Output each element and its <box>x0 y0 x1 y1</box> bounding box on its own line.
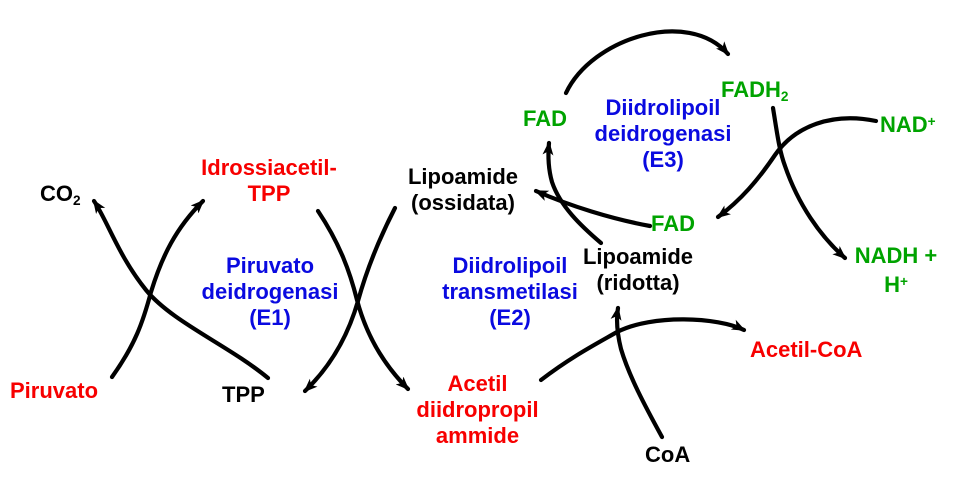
label-nadh-h: NADH +H+ <box>854 243 938 298</box>
label-idrossiacetil-tpp: Idrossiacetil- TPP <box>201 155 337 206</box>
label-nad-plus: NAD+ <box>880 112 936 138</box>
arrow-lipoamide-ossidata-to-tpp <box>302 205 398 394</box>
label-fad-top: FAD <box>523 106 567 131</box>
arrow-tpp-to-co2 <box>91 198 271 381</box>
arrow-fadh2-to-nadh <box>770 105 848 261</box>
label-acetil-coa: Acetil-CoA <box>750 337 863 362</box>
arrow-fad-to-fadh2 <box>563 29 731 96</box>
label-tpp: TPP <box>222 382 265 407</box>
label-acetil-diidropropil-ammide: Acetil diidropropil ammide <box>416 371 539 448</box>
label-enzyme-e2: Diidrolipoil transmetilasi (E2) <box>442 253 578 330</box>
label-lipoamide-ridotta: Lipoamide (ridotta) <box>582 244 693 295</box>
arrow-coa-to-lipoamide-ridotta <box>610 305 665 440</box>
arrow-fad-mid-to-lipoamide-ossidata <box>533 188 653 229</box>
arrow-nad-to-fad-mid <box>715 116 879 220</box>
arrow-lipoamide-ridotta-to-fad <box>542 140 604 246</box>
label-lipoamide-ossidata: Lipoamide (ossidata) <box>407 164 518 215</box>
label-fadh2: FADH2 <box>721 77 789 105</box>
label-enzyme-e1: Piruvato deidrogenasi (E1) <box>201 253 339 330</box>
label-enzyme-e3: Diidrolipoil deidrogenasi (E3) <box>594 95 732 172</box>
label-coa: CoA <box>645 442 691 467</box>
label-co2: CO2 <box>40 181 81 209</box>
label-fad-mid: FAD <box>651 211 695 236</box>
arrow-piruvato-to-idrossiacetil-tpp <box>109 198 206 380</box>
label-piruvato: Piruvato <box>10 378 99 403</box>
